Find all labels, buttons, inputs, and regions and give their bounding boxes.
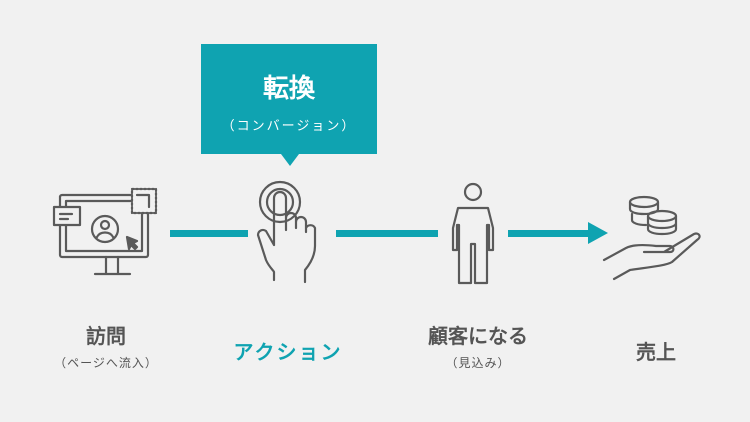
hand-coins-icon xyxy=(602,195,701,281)
arrow-head-icon xyxy=(588,222,608,244)
callout-subtitle: （コンバージョン） xyxy=(221,119,357,134)
step-sub-customer: （見込み） xyxy=(445,356,511,370)
step-label-sales: 売上 xyxy=(636,340,676,364)
person-icon xyxy=(451,182,495,285)
connector-line-2 xyxy=(336,230,438,237)
step-sub-visit: （ページへ流入） xyxy=(54,356,158,370)
conversion-callout: 転換 （コンバージョン） xyxy=(201,44,377,166)
connector-line-1 xyxy=(170,230,248,237)
connector-line-3 xyxy=(508,230,590,237)
step-label-action: アクション xyxy=(233,340,343,364)
step-label-customer: 顧客になる xyxy=(428,324,528,348)
monitor-visit-icon xyxy=(52,187,158,276)
hand-tap-icon xyxy=(256,180,317,284)
callout-pointer xyxy=(281,154,299,166)
callout-title: 転換 xyxy=(262,74,315,104)
step-label-visit: 訪問 xyxy=(86,324,126,348)
